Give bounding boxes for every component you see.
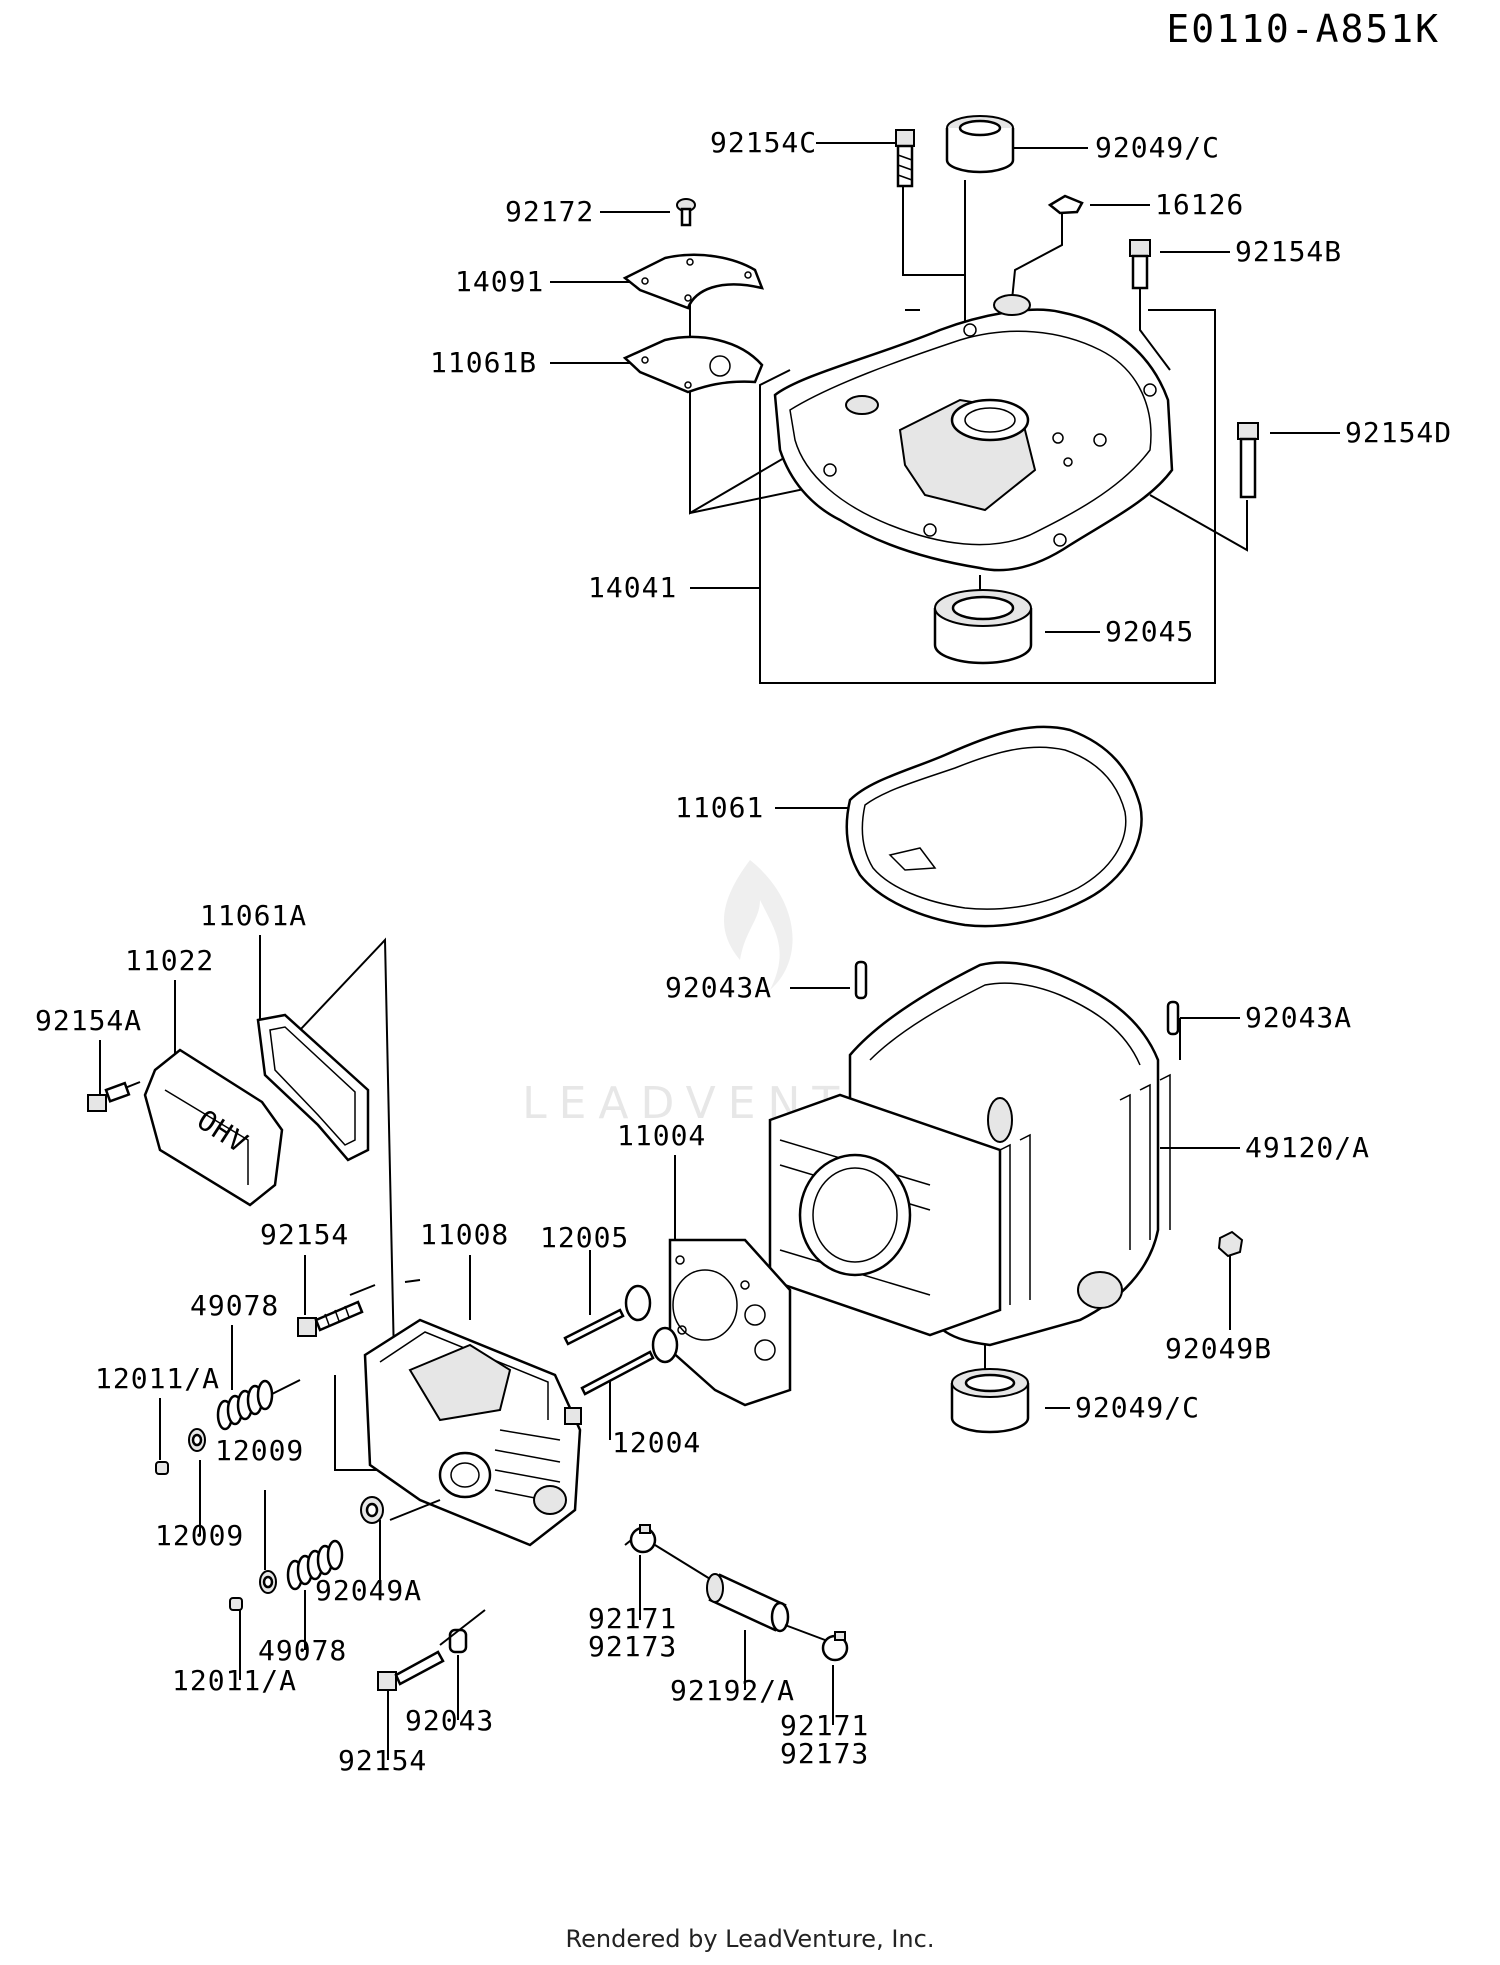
diagram-code: E0110-A851K — [1166, 7, 1440, 51]
label-49078-upper: 49078 — [190, 1289, 279, 1322]
label-12009-upper: 12009 — [215, 1434, 304, 1467]
seal-92049c-bottom — [950, 1368, 1030, 1434]
label-92173-mid: 92173 — [588, 1630, 677, 1663]
dowel-92043 — [448, 1628, 468, 1720]
screw-92172 — [676, 198, 696, 227]
washer-16126 — [1047, 194, 1084, 215]
gasket-11061b — [622, 335, 764, 394]
label-92049c-top: 92049/C — [1095, 131, 1220, 164]
bearing-92045 — [933, 589, 1033, 665]
label-11061: 11061 — [675, 791, 764, 824]
bolt-92154a — [87, 1040, 141, 1112]
label-11008: 11008 — [420, 1218, 509, 1251]
retainer-12009-upper — [188, 1428, 206, 1535]
label-92154b: 92154B — [1235, 235, 1342, 268]
label-92171-right: 92171 — [780, 1709, 869, 1742]
label-12004: 12004 — [612, 1426, 701, 1459]
label-92049a: 92049A — [315, 1574, 422, 1607]
clamp-92171-mid — [624, 1524, 716, 1620]
keeper-12011a-lower — [229, 1597, 243, 1680]
valve-12004 — [580, 1326, 679, 1440]
head-gasket-11004 — [668, 1155, 792, 1407]
label-92043: 92043 — [405, 1704, 494, 1737]
seal-92049c-top — [945, 115, 1015, 174]
label-12011a-upper: 12011/A — [95, 1362, 220, 1395]
plug-92049b — [1217, 1230, 1244, 1258]
label-11022: 11022 — [125, 944, 214, 977]
plate-14091 — [622, 253, 765, 310]
bolt-92154-upper — [297, 1255, 376, 1337]
footer-credit: Rendered by LeadVenture, Inc. — [565, 1925, 935, 1953]
label-92154d: 92154D — [1345, 416, 1452, 449]
label-92043a-left: 92043A — [665, 971, 772, 1004]
label-92154-lower: 92154 — [338, 1744, 427, 1777]
bolt-92154b — [1129, 239, 1151, 290]
label-11061b: 11061B — [430, 346, 537, 379]
label-92154a: 92154A — [35, 1004, 142, 1037]
label-92043a-right: 92043A — [1245, 1001, 1352, 1034]
label-11061a: 11061A — [200, 899, 307, 932]
label-92173-right: 92173 — [780, 1737, 869, 1770]
label-49078-lower: 49078 — [258, 1634, 347, 1667]
valve-12005 — [563, 1250, 652, 1346]
label-92154c: 92154C — [710, 126, 817, 159]
valve-cover-11022: OHV — [143, 980, 284, 1207]
crankcase-cover-14041 — [773, 294, 1174, 572]
label-49120a: 49120/A — [1245, 1131, 1370, 1164]
label-92154-upper: 92154 — [260, 1218, 349, 1251]
retainer-12009-lower — [259, 1490, 277, 1594]
label-14091: 14091 — [455, 265, 544, 298]
gasket-11061 — [775, 725, 1143, 928]
label-11004: 11004 — [617, 1119, 706, 1152]
cylinder-head-11008 — [334, 1255, 582, 1547]
cylinder-block-49120a — [768, 960, 1240, 1409]
label-16126: 16126 — [1155, 188, 1244, 221]
label-92171-mid: 92171 — [588, 1602, 677, 1635]
label-12005: 12005 — [540, 1221, 629, 1254]
spring-49078-lower — [286, 1539, 344, 1650]
label-92045: 92045 — [1105, 615, 1194, 648]
label-12009-lower: 12009 — [155, 1519, 244, 1552]
hose-92192a — [706, 1573, 826, 1690]
clamp-92171-right — [821, 1631, 849, 1725]
label-12011a-lower: 12011/A — [172, 1664, 297, 1697]
dowel-92043a-left — [854, 960, 868, 1000]
bolt-92154d — [1237, 422, 1259, 499]
bolt-92154c — [895, 129, 915, 188]
gasket-11061a — [256, 935, 396, 1406]
part-labels: 92154C 92049/C 16126 92154B 92172 14091 … — [35, 126, 1452, 1777]
spring-49078-upper — [216, 1325, 301, 1431]
label-92049c-bottom: 92049/C — [1075, 1391, 1200, 1424]
label-92192a: 92192/A — [670, 1674, 795, 1707]
bolt-92154-lower — [377, 1609, 486, 1760]
label-92049b: 92049B — [1165, 1332, 1272, 1365]
seal-92049a — [360, 1496, 441, 1590]
label-14041: 14041 — [588, 571, 677, 604]
label-92172: 92172 — [505, 195, 594, 228]
keeper-12011a-upper — [155, 1398, 169, 1475]
dowel-92043a-right — [1166, 1000, 1180, 1036]
